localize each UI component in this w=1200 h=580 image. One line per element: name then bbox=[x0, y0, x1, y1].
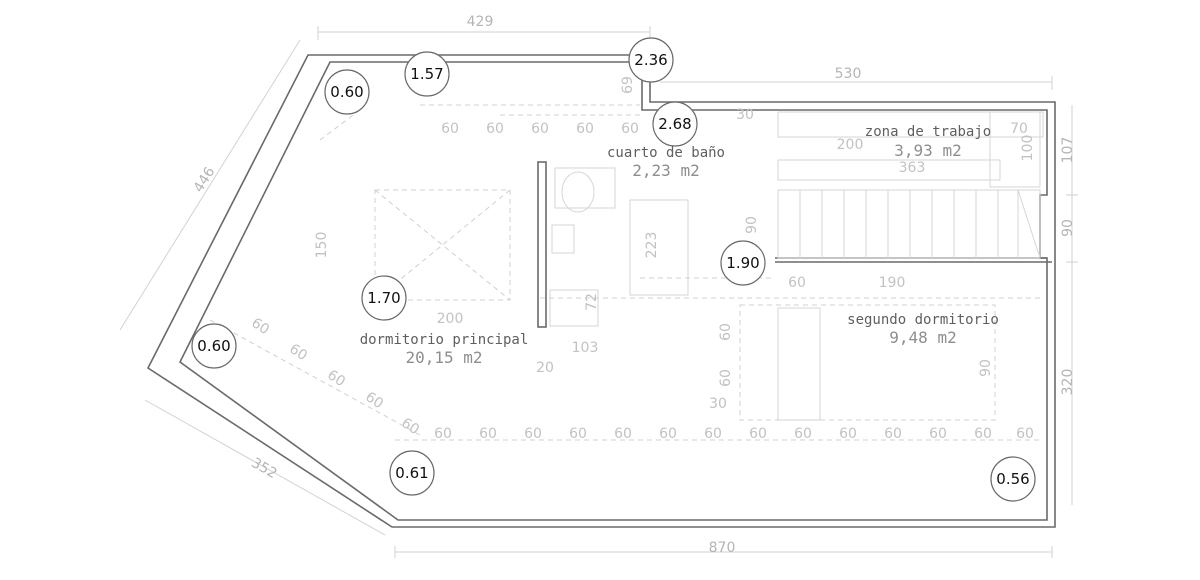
svg-text:0.60: 0.60 bbox=[197, 337, 230, 355]
svg-text:60: 60 bbox=[486, 121, 504, 137]
room-area-zona-trabajo: 3,93 m2 bbox=[894, 141, 961, 160]
inner-dimension-labels: 60 60 60 60 60 69 30 200 363 70 100 223 … bbox=[248, 76, 1036, 438]
height-marker: 1.70 bbox=[361, 275, 407, 321]
svg-text:1.57: 1.57 bbox=[410, 65, 443, 83]
room-name-zona-trabajo: zona de trabajo bbox=[865, 124, 991, 140]
dim-left-diagonal: 446 bbox=[191, 164, 219, 195]
bathroom-wall bbox=[537, 161, 547, 328]
height-marker: 0.60 bbox=[191, 323, 237, 369]
svg-text:1.90: 1.90 bbox=[726, 254, 759, 272]
room-name-dormitorio-principal: dormitorio principal bbox=[360, 332, 529, 348]
height-marker: 2.36 bbox=[628, 37, 674, 83]
room-area-dormitorio-principal: 20,15 m2 bbox=[405, 348, 482, 367]
svg-text:60: 60 bbox=[839, 426, 857, 442]
svg-text:60: 60 bbox=[718, 369, 734, 387]
svg-text:20: 20 bbox=[536, 360, 554, 376]
svg-text:60: 60 bbox=[434, 426, 452, 442]
svg-text:30: 30 bbox=[736, 107, 754, 123]
svg-text:60: 60 bbox=[659, 426, 677, 442]
svg-text:150: 150 bbox=[314, 232, 330, 259]
svg-text:60: 60 bbox=[398, 415, 422, 438]
room-name-segundo-dormitorio: segundo dormitorio bbox=[847, 312, 999, 328]
svg-text:0.60: 0.60 bbox=[330, 83, 363, 101]
svg-text:2.36: 2.36 bbox=[634, 51, 667, 69]
height-marker: 0.61 bbox=[389, 450, 435, 496]
svg-text:60: 60 bbox=[1016, 426, 1034, 442]
svg-text:2.68: 2.68 bbox=[658, 115, 691, 133]
svg-text:1.70: 1.70 bbox=[367, 289, 400, 307]
svg-text:72: 72 bbox=[584, 293, 600, 311]
room-name-bano: cuarto de baño bbox=[607, 145, 725, 161]
dim-right-bottom: 320 bbox=[1060, 369, 1076, 396]
svg-text:363: 363 bbox=[899, 160, 926, 176]
svg-text:70: 70 bbox=[1010, 121, 1028, 137]
svg-text:0.61: 0.61 bbox=[395, 464, 428, 482]
outer-dimensions bbox=[119, 26, 1078, 558]
svg-text:60: 60 bbox=[324, 367, 348, 390]
dim-right-top: 107 bbox=[1060, 137, 1076, 164]
svg-text:200: 200 bbox=[837, 137, 864, 153]
height-marker: 1.57 bbox=[404, 51, 450, 97]
svg-text:60: 60 bbox=[479, 426, 497, 442]
svg-text:60: 60 bbox=[614, 426, 632, 442]
svg-text:60: 60 bbox=[286, 341, 310, 364]
svg-text:60: 60 bbox=[248, 315, 272, 338]
dim-top-left: 429 bbox=[467, 14, 494, 30]
svg-text:60: 60 bbox=[974, 426, 992, 442]
svg-text:200: 200 bbox=[437, 311, 464, 327]
svg-text:60: 60 bbox=[794, 426, 812, 442]
bottom-row-labels: 60 60 60 60 60 60 60 60 60 60 60 60 60 6… bbox=[434, 426, 1034, 442]
svg-text:100: 100 bbox=[1020, 135, 1036, 162]
dim-top-right: 530 bbox=[835, 66, 862, 82]
svg-text:60: 60 bbox=[929, 426, 947, 442]
height-marker: 0.60 bbox=[324, 69, 370, 115]
svg-text:223: 223 bbox=[644, 232, 660, 259]
svg-text:60: 60 bbox=[441, 121, 459, 137]
height-marker: 0.56 bbox=[990, 456, 1036, 502]
svg-text:190: 190 bbox=[879, 275, 906, 291]
height-marker: 1.90 bbox=[720, 240, 766, 286]
svg-text:60: 60 bbox=[718, 323, 734, 341]
svg-text:60: 60 bbox=[621, 121, 639, 137]
room-area-segundo-dormitorio: 9,48 m2 bbox=[889, 328, 956, 347]
svg-text:60: 60 bbox=[569, 426, 587, 442]
dim-bottom: 870 bbox=[709, 540, 736, 556]
height-marker: 2.68 bbox=[652, 101, 698, 147]
svg-text:60: 60 bbox=[362, 389, 386, 412]
svg-text:60: 60 bbox=[531, 121, 549, 137]
dim-bottom-diagonal: 352 bbox=[248, 455, 279, 482]
svg-text:60: 60 bbox=[884, 426, 902, 442]
svg-text:60: 60 bbox=[704, 426, 722, 442]
svg-text:90: 90 bbox=[744, 216, 760, 234]
svg-text:60: 60 bbox=[788, 275, 806, 291]
dim-right-mid: 90 bbox=[1060, 219, 1076, 237]
svg-text:60: 60 bbox=[524, 426, 542, 442]
svg-text:30: 30 bbox=[709, 396, 727, 412]
svg-text:0.56: 0.56 bbox=[996, 470, 1029, 488]
svg-text:90: 90 bbox=[978, 359, 994, 377]
stairs bbox=[777, 189, 1041, 259]
svg-text:103: 103 bbox=[572, 340, 599, 356]
svg-text:60: 60 bbox=[576, 121, 594, 137]
room-area-bano: 2,23 m2 bbox=[632, 161, 699, 180]
svg-text:69: 69 bbox=[620, 76, 636, 94]
svg-text:60: 60 bbox=[749, 426, 767, 442]
